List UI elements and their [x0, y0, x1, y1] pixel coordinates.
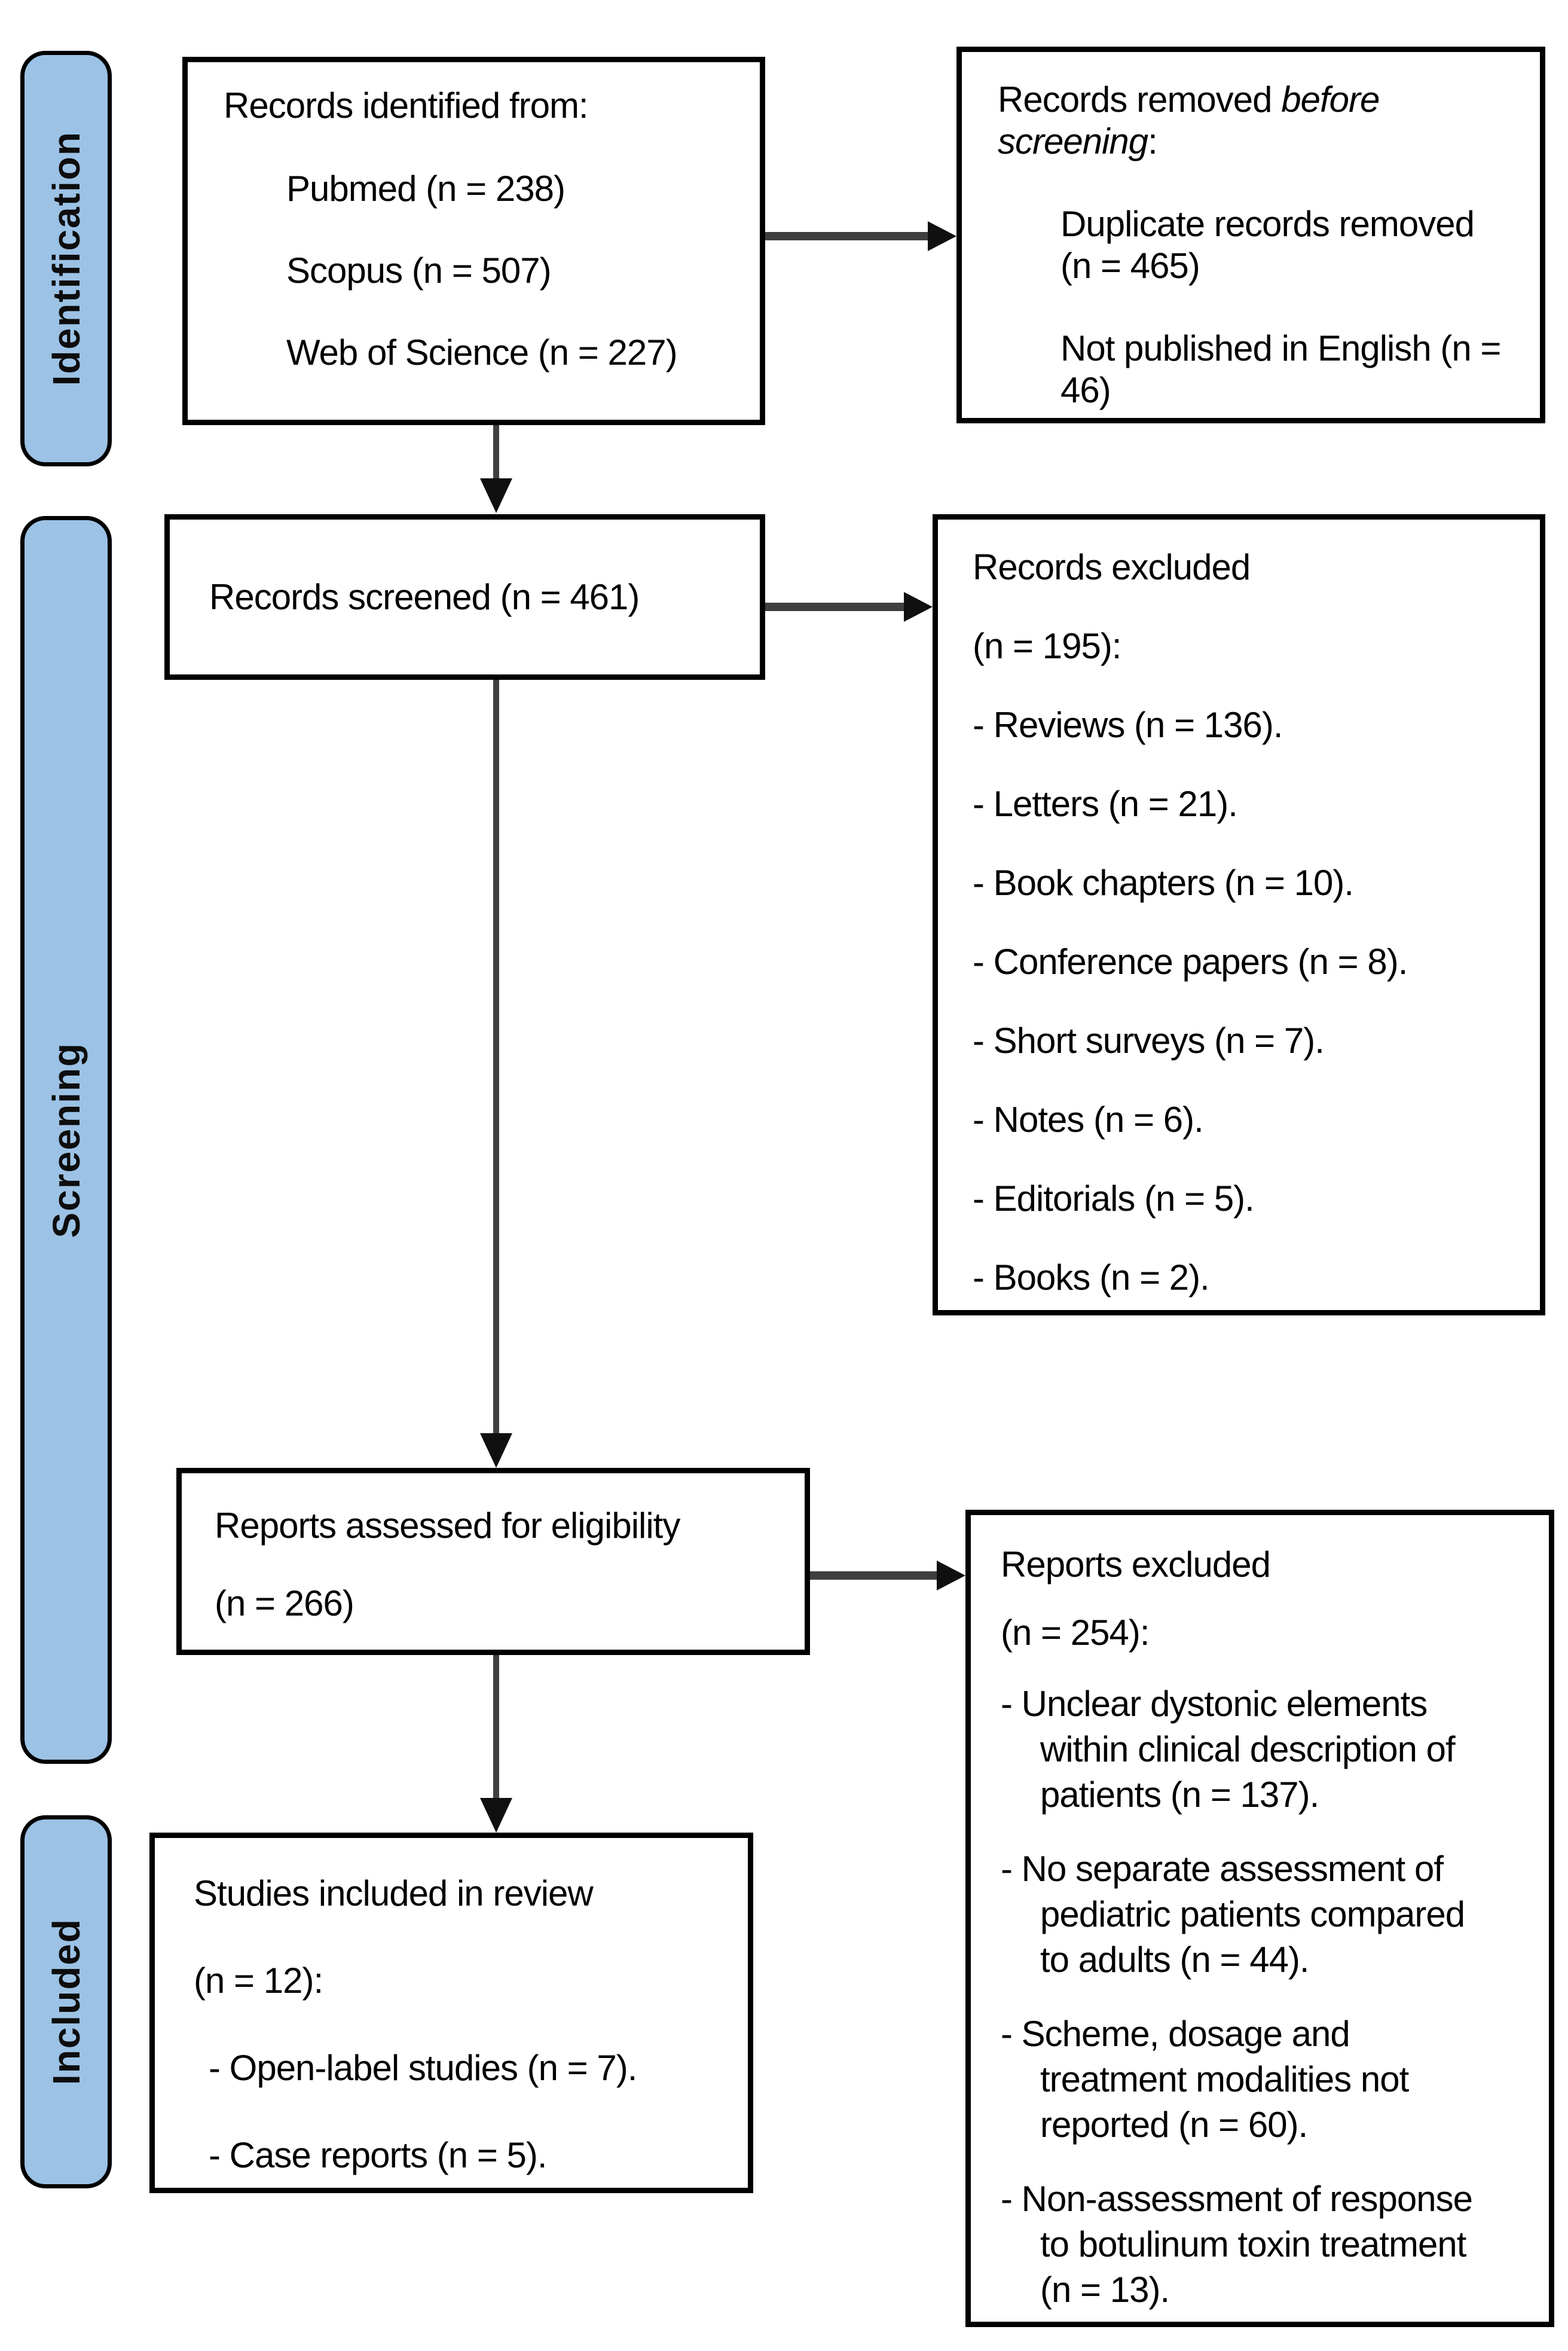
excluded-item-notes: - Notes (n = 6). — [973, 1100, 1204, 1140]
item-scheme-line2: treatment modalities not — [1040, 2059, 1409, 2099]
removed-item-not-english: Not published in English (n = 46) — [998, 328, 1516, 411]
arrow-assessed-to-included-head-icon — [480, 1798, 512, 1833]
stage-label-identification: Identification — [44, 131, 88, 386]
item-no-separate-line1: - No separate assessment of — [1001, 1849, 1444, 1889]
stage-label-screening: Screening — [44, 1042, 88, 1238]
box-records-identified: Records identified from: Pubmed (n = 238… — [182, 57, 765, 425]
reports-excluded-count: (n = 254): — [1001, 1613, 1150, 1653]
item-no-separate-line2: pediatric patients compared — [1040, 1894, 1465, 1934]
reports-assessed-count: (n = 266) — [215, 1583, 354, 1623]
removed-item-not-english-line2: 46) — [1060, 370, 1111, 410]
removed-item-not-english-line1: Not published in English (n = — [1060, 328, 1501, 368]
arrow-screened-to-assessed-head-icon — [480, 1433, 512, 1468]
records-identified-title: Records identified from: — [224, 86, 589, 126]
arrow-assessed-to-excluded-shaft — [810, 1571, 938, 1580]
stage-bar-identification: Identification — [20, 51, 112, 466]
item-scheme-line3: reported (n = 60). — [1040, 2105, 1308, 2145]
excluded-item-book-chapters: - Book chapters (n = 10). — [973, 863, 1354, 903]
records-removed-title-post: : — [1148, 121, 1158, 161]
box-records-excluded: Records excluded (n = 195): - Reviews (n… — [933, 514, 1545, 1315]
stage-bar-included: Included — [20, 1815, 112, 2188]
arrow-identified-to-removed-shaft — [765, 232, 929, 240]
source-web-of-science: Web of Science (n = 227) — [286, 332, 678, 373]
box-records-removed: Records removed before screening: Duplic… — [956, 47, 1545, 423]
records-removed-title-italic: before screening — [998, 80, 1380, 161]
excluded-item-editorials: - Editorials (n = 5). — [973, 1178, 1255, 1219]
item-non-assessment-line1: - Non-assessment of response — [1001, 2179, 1473, 2219]
records-removed-title: Records removed before screening: — [998, 79, 1516, 163]
arrow-assessed-to-excluded-head-icon — [937, 1561, 965, 1590]
arrow-assessed-to-included-shaft — [493, 1655, 499, 1800]
studies-included-title: Studies included in review — [194, 1873, 594, 1913]
box-records-screened: Records screened (n = 461) — [164, 514, 765, 680]
box-reports-assessed: Reports assessed for eligibility (n = 26… — [176, 1468, 810, 1655]
item-unclear-line2: within clinical description of — [1040, 1729, 1456, 1769]
arrow-screened-to-excluded-shaft — [765, 603, 905, 611]
item-non-assessment-line3: (n = 13). — [1040, 2270, 1170, 2310]
excluded-item-conference-papers: - Conference papers (n = 8). — [973, 942, 1408, 982]
item-unclear-line1: - Unclear dystonic elements — [1001, 1684, 1428, 1724]
reports-excluded-item-unclear-dystonic: - Unclear dystonic elements within clini… — [1001, 1681, 1525, 1818]
excluded-item-reviews: - Reviews (n = 136). — [973, 705, 1283, 745]
arrow-identified-to-screened-shaft — [493, 425, 499, 480]
included-item-open-label: - Open-label studies (n = 7). — [209, 2048, 637, 2088]
removed-item-duplicates-line1: Duplicate records removed — [1060, 204, 1475, 244]
arrow-screened-to-assessed-shaft — [493, 680, 499, 1435]
removed-item-duplicates: Duplicate records removed (n = 465) — [998, 203, 1516, 287]
item-no-separate-line3: to adults (n = 44). — [1040, 1940, 1310, 1980]
studies-included-count: (n = 12): — [194, 1961, 323, 2001]
excluded-item-short-surveys: - Short surveys (n = 7). — [973, 1021, 1325, 1061]
reports-assessed-title: Reports assessed for eligibility — [215, 1506, 680, 1546]
stage-bar-screening: Screening — [20, 516, 112, 1764]
item-unclear-line3: patients (n = 137). — [1040, 1775, 1319, 1815]
arrow-identified-to-screened-head-icon — [480, 478, 512, 513]
excluded-item-letters: - Letters (n = 21). — [973, 784, 1238, 824]
stage-label-included: Included — [44, 1918, 88, 2086]
reports-excluded-item-scheme-dosage: - Scheme, dosage and treatment modalitie… — [1001, 2011, 1525, 2148]
records-excluded-count: (n = 195): — [973, 626, 1122, 666]
excluded-item-books: - Books (n = 2). — [973, 1257, 1210, 1297]
reports-excluded-title: Reports excluded — [1001, 1544, 1271, 1584]
item-non-assessment-line2: to botulinum toxin treatment — [1040, 2224, 1466, 2264]
records-excluded-title: Records excluded — [973, 547, 1251, 587]
records-removed-title-pre: Records removed — [998, 80, 1282, 120]
box-reports-excluded: Reports excluded (n = 254): - Unclear dy… — [965, 1510, 1554, 2327]
source-scopus: Scopus (n = 507) — [286, 251, 552, 291]
arrow-screened-to-excluded-head-icon — [904, 592, 933, 622]
source-pubmed: Pubmed (n = 238) — [286, 169, 566, 209]
reports-excluded-item-no-separate-assessment: - No separate assessment of pediatric pa… — [1001, 1846, 1525, 1983]
box-studies-included: Studies included in review (n = 12): - O… — [149, 1833, 753, 2193]
item-scheme-line1: - Scheme, dosage and — [1001, 2014, 1350, 2054]
removed-item-duplicates-line2: (n = 465) — [1060, 246, 1200, 286]
records-screened-title: Records screened (n = 461) — [209, 576, 640, 617]
included-item-case-reports: - Case reports (n = 5). — [209, 2135, 548, 2175]
arrow-identified-to-removed-head-icon — [928, 221, 956, 251]
reports-excluded-item-non-assessment: - Non-assessment of response to botulinu… — [1001, 2176, 1525, 2313]
